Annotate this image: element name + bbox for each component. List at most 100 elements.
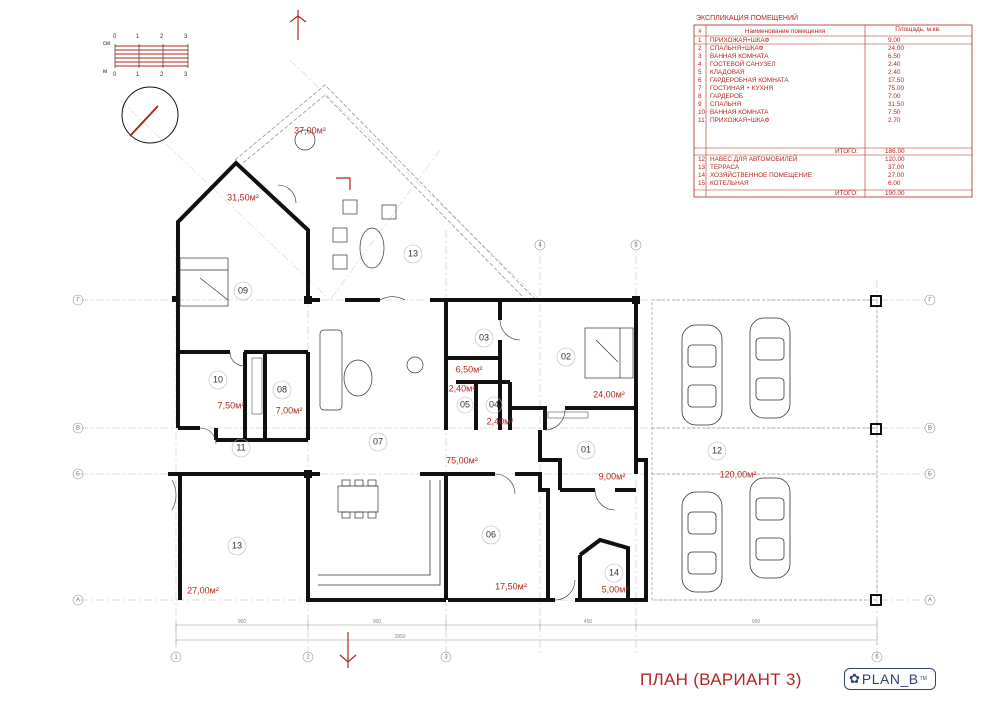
axis-label-column: 2 <box>306 655 310 661</box>
svg-text:27.00: 27.00 <box>888 172 904 179</box>
terrace-furniture <box>294 129 397 270</box>
dimension-label: 900 <box>373 619 382 625</box>
svg-text:2.40: 2.40 <box>888 69 901 76</box>
table-header-name: Наименование помещения <box>745 28 826 35</box>
svg-text:75.00: 75.00 <box>888 85 904 92</box>
svg-text:37.00: 37.00 <box>888 164 904 171</box>
axis-label-row: В <box>76 426 80 432</box>
scale-tick: 1 <box>136 72 140 78</box>
plan-title: ПЛАН (ВАРИАНТ 3) <box>640 670 802 689</box>
room-number: 04 <box>489 399 499 409</box>
svg-text:9: 9 <box>698 101 702 108</box>
room-number: 13 <box>232 540 242 550</box>
svg-text:ГАРДЕРОБ: ГАРДЕРОБ <box>710 93 743 100</box>
wardrobe-shelving <box>251 357 589 419</box>
axis-label-column: 5 <box>634 243 638 249</box>
svg-text:13: 13 <box>698 164 706 171</box>
room-label-02: 02 24,00м² <box>556 347 625 399</box>
room-number: 06 <box>486 529 496 539</box>
axis-label-column: 6 <box>875 655 879 661</box>
svg-text:24.00: 24.00 <box>888 45 904 52</box>
axis-grid <box>80 59 930 655</box>
room-label-14: 14 5,00м² <box>602 563 628 594</box>
room-number: 13 <box>408 248 418 258</box>
svg-text:17.50: 17.50 <box>888 77 904 84</box>
table-subtotal-label: ИТОГО: <box>835 148 858 155</box>
room-number: 08 <box>277 384 287 394</box>
scale-bar: см м 0 1 2 3 0 1 2 3 <box>103 34 189 78</box>
svg-text:5: 5 <box>698 69 702 76</box>
room-area: 24,00м² <box>593 389 625 399</box>
svg-text:9.00: 9.00 <box>888 37 901 44</box>
brand-logo: ✿ PLAN_B TM <box>844 668 936 690</box>
axis-label-row: А <box>928 598 932 604</box>
svg-text:3: 3 <box>698 53 702 60</box>
north-arrow-icon <box>121 86 179 144</box>
room-area: 2,40м² <box>449 383 476 393</box>
bed-icon <box>584 327 634 379</box>
logo-text: PLAN_B <box>861 671 919 687</box>
svg-text:31.50: 31.50 <box>888 101 904 108</box>
svg-text:НАВЕС ДЛЯ АВТОМОБИЛЕЙ: НАВЕС ДЛЯ АВТОМОБИЛЕЙ <box>710 154 798 163</box>
room-number: 02 <box>561 351 571 361</box>
dimension-label: 900 <box>238 619 247 625</box>
svg-text:СПАЛЬНЯ: СПАЛЬНЯ <box>710 101 742 108</box>
scale-tick: 2 <box>160 72 164 78</box>
carport-outline <box>651 299 878 601</box>
room-number: 14 <box>609 567 619 577</box>
room-area: 7,50м² <box>218 400 245 410</box>
flower-icon: ✿ <box>849 671 860 686</box>
svg-text:ВАННАЯ КОМНАТА: ВАННАЯ КОМНАТА <box>710 109 769 116</box>
svg-text:10: 10 <box>698 109 706 116</box>
svg-text:14: 14 <box>698 172 706 179</box>
axis-label-row: Г <box>76 298 80 304</box>
sofa-icon <box>319 329 424 411</box>
svg-text:2.40: 2.40 <box>888 61 901 68</box>
room-label-06: 06 17,50м² <box>481 525 527 591</box>
dimension-label: 2850 <box>394 634 405 640</box>
room-label-05: 05 2,40м² <box>449 383 476 414</box>
car-icon <box>749 317 791 419</box>
section-marks <box>289 10 357 668</box>
svg-text:7.50: 7.50 <box>888 109 901 116</box>
room-label-04: 04 2,40м² <box>485 396 513 426</box>
room-number: 10 <box>213 374 223 384</box>
room-label-07: 07 75,00м² <box>368 432 478 465</box>
terrace-outline <box>234 84 537 301</box>
axis-markers-columns: 1 2 3 4 5 6 <box>170 239 883 663</box>
svg-text:7.00: 7.00 <box>888 93 901 100</box>
table-subtotal-value: 186.00 <box>885 148 905 155</box>
axis-label-row: А <box>76 598 80 604</box>
axis-label-row: В <box>928 426 932 432</box>
room-label-13-utility: 13 27,00м² <box>187 536 247 595</box>
table-row: 10 ВАННАЯ КОМНАТА 7.50 <box>698 109 901 116</box>
svg-text:4: 4 <box>698 61 702 68</box>
svg-text:12: 12 <box>698 156 706 163</box>
axis-label-row: Г <box>928 298 932 304</box>
dimension-label: 950 <box>752 619 761 625</box>
room-area: 27,00м² <box>187 585 219 595</box>
car-icon <box>681 491 723 593</box>
dining-table-icon <box>337 479 379 519</box>
table-total-value: 190.00 <box>885 190 905 197</box>
room-number: 03 <box>479 332 489 342</box>
axis-label-column: 4 <box>538 243 542 249</box>
room-area: 17,50м² <box>495 581 527 591</box>
room-area: 37,00м² <box>294 125 326 135</box>
room-label-13-terrace: 13 37,00м² <box>294 125 423 264</box>
room-number: 09 <box>238 285 248 295</box>
scale-unit-top: см <box>103 41 110 47</box>
logo-trademark: TM <box>919 676 927 682</box>
svg-text:ПРИХОЖАЯ+ШКАФ: ПРИХОЖАЯ+ШКАФ <box>710 117 769 124</box>
room-label-11: 11 <box>231 438 251 458</box>
explication-table: ЭКСПЛИКАЦИЯ ПОМЕЩЕНИЙ # Наименование пом… <box>693 13 973 198</box>
svg-text:ГОСТИНАЯ + КУХНЯ: ГОСТИНАЯ + КУХНЯ <box>710 85 773 92</box>
room-number: 12 <box>712 445 722 455</box>
